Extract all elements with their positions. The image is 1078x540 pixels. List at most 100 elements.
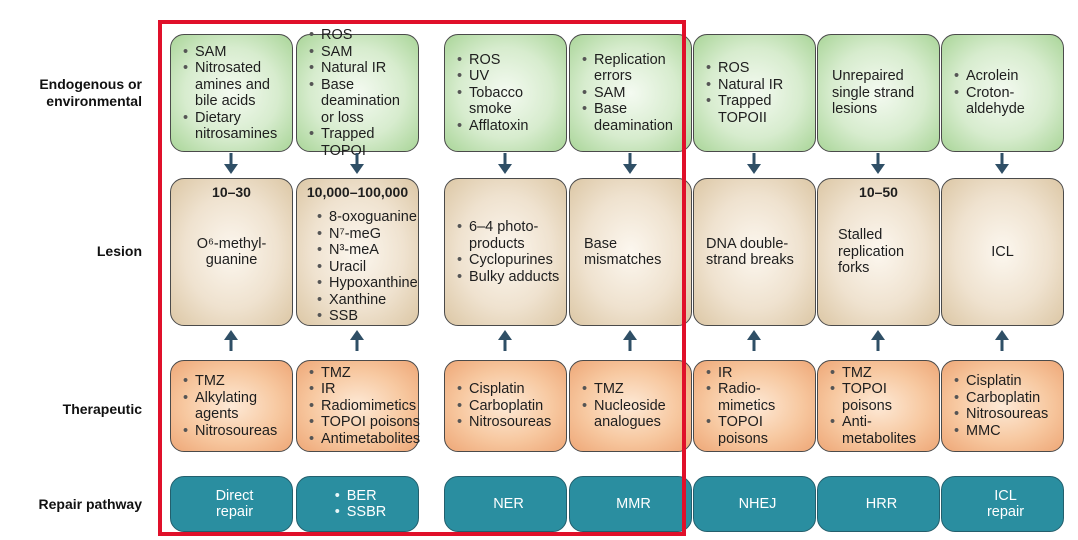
lesion-item: Uracil (317, 259, 418, 276)
endogenous-item: SAM (309, 44, 412, 61)
lesion-box-mmr: Base mismatches (569, 178, 692, 326)
therapeutic-item: IR (309, 381, 420, 398)
therapeutic-item: Nitrosoureas (457, 414, 551, 431)
repair-label: HRR (865, 495, 898, 512)
lesion-item: N³-meA (317, 242, 418, 259)
therapeutic-item: Radio-mimetics (706, 381, 809, 414)
endogenous-box-direct: SAM Nitrosated amines and bile acids Die… (170, 34, 293, 152)
endogenous-item: Dietary nitrosamines (183, 110, 286, 143)
therapeutic-item: TOPOI poisons (830, 381, 933, 414)
lesion-count: 10–50 (859, 184, 898, 200)
endogenous-item: ROS (309, 27, 412, 44)
therapeutic-item: Cisplatin (457, 381, 551, 398)
therapeutic-item: Nitrosoureas (183, 423, 286, 440)
repair-box-ner: NER (444, 476, 567, 532)
row-label-repair: Repair pathway (38, 496, 142, 512)
lesion-item: Cyclopurines (457, 252, 560, 269)
endogenous-box-icl: Acrolein Croton-aldehyde (941, 34, 1064, 152)
endogenous-box-ner: ROS UV Tobacco smoke Afflatoxin (444, 34, 567, 152)
lesion-box-icl: ICL (941, 178, 1064, 326)
endogenous-item: SAM (582, 85, 685, 102)
therapeutic-box-ber: TMZ IR Radiomimetics TOPOI poisons Antim… (296, 360, 420, 452)
therapeutic-item: TOPOI poisons (706, 414, 809, 447)
repair-box-nhej: NHEJ (693, 476, 816, 532)
endogenous-item: Natural IR (706, 77, 809, 94)
therapeutic-item: TMZ (582, 381, 685, 398)
endogenous-box-mmr: Replication errors SAM Base deamination (569, 34, 692, 152)
therapeutic-box-hrr: TMZ TOPOI poisons Anti-metabolites (817, 360, 940, 452)
repair-label: Direct repair (215, 487, 254, 521)
therapeutic-box-ner: Cisplatin Carboplatin Nitrosoureas (444, 360, 567, 452)
repair-box-mmr: MMR (569, 476, 692, 532)
therapeutic-item: Nucleoside analogues (582, 398, 685, 431)
lesion-item: Xanthine (317, 292, 418, 309)
endogenous-item: Trapped TOPOI (309, 126, 412, 159)
therapeutic-item: Radiomimetics (309, 398, 420, 415)
endogenous-box-nhej: ROS Natural IR Trapped TOPOII (693, 34, 816, 152)
endogenous-item: SAM (183, 44, 286, 61)
repair-label: NHEJ (738, 495, 777, 512)
endogenous-item: UV (457, 68, 560, 85)
row-label-therapeutic: Therapeutic (62, 401, 142, 417)
therapeutic-item: Cisplatin (954, 373, 1048, 390)
endogenous-item: Nitrosated amines and bile acids (183, 60, 286, 110)
repair-label: MMR (616, 495, 651, 512)
lesion-box-ber: 10,000–100,000 8-oxoguanine N⁷-meG N³-me… (296, 178, 419, 326)
lesion-text: Stalled replication forks (838, 227, 905, 277)
endogenous-item: Base deamination (582, 101, 685, 134)
endogenous-item: ROS (706, 60, 809, 77)
lesion-box-direct: 10–30 O⁶-methyl-guanine (170, 178, 293, 326)
endogenous-item: Trapped TOPOII (706, 93, 809, 126)
endogenous-item: Acrolein (954, 68, 1057, 85)
therapeutic-item: Nitrosoureas (954, 406, 1048, 423)
endogenous-item: Croton-aldehyde (954, 85, 1057, 118)
therapeutic-item: Carboplatin (457, 398, 551, 415)
endogenous-box-hrr: Unrepaired single strand lesions (817, 34, 940, 152)
therapeutic-item: TMZ (309, 365, 420, 382)
therapeutic-item: Carboplatin (954, 390, 1048, 407)
repair-box-hrr: HRR (817, 476, 940, 532)
therapeutic-item: TMZ (183, 373, 286, 390)
endogenous-item: Natural IR (309, 60, 412, 77)
lesion-count: 10,000–100,000 (306, 184, 409, 200)
endogenous-text: Unrepaired single strand lesions (832, 68, 915, 118)
lesion-item: N⁷-meG (317, 226, 418, 243)
repair-box-direct: Direct repair (170, 476, 293, 532)
lesion-text: O⁶-methyl-guanine (196, 235, 267, 269)
lesion-count: 10–30 (212, 184, 251, 200)
repair-item: BER (335, 488, 387, 505)
row-label-lesion: Lesion (96, 243, 142, 259)
lesion-text: ICL (991, 243, 1014, 260)
lesion-text: DNA double-strand breaks (706, 235, 794, 269)
repair-label: ICL repair (986, 487, 1025, 521)
therapeutic-box-direct: TMZ Alkylating agents Nitrosoureas (170, 360, 293, 452)
repair-label: NER (493, 495, 524, 512)
therapeutic-item: Antimetabolites (309, 431, 420, 448)
lesion-item: Bulky adducts (457, 269, 560, 286)
therapeutic-item: MMC (954, 423, 1048, 440)
row-label-endogenous: Endogenous or environmental (39, 76, 142, 109)
lesion-item: 6–4 photo-products (457, 219, 560, 252)
repair-box-ber: BER SSBR (296, 476, 419, 532)
endogenous-item: Base deamination or loss (309, 77, 412, 127)
therapeutic-box-mmr: TMZ Nucleoside analogues (569, 360, 692, 452)
lesion-item: 8-oxoguanine (317, 209, 418, 226)
endogenous-item: Replication errors (582, 52, 685, 85)
lesion-item: Hypoxanthine (317, 275, 418, 292)
therapeutic-item: Alkylating agents (183, 390, 286, 423)
lesion-box-hrr: 10–50 Stalled replication forks (817, 178, 940, 326)
lesion-box-nhej: DNA double-strand breaks (693, 178, 816, 326)
endogenous-item: ROS (457, 52, 560, 69)
lesion-item: SSB (317, 308, 418, 325)
therapeutic-item: TMZ (830, 365, 933, 382)
lesion-box-ner: 6–4 photo-products Cyclopurines Bulky ad… (444, 178, 567, 326)
repair-item: SSBR (335, 504, 387, 521)
therapeutic-item: IR (706, 365, 809, 382)
therapeutic-box-icl: Cisplatin Carboplatin Nitrosoureas MMC (941, 360, 1064, 452)
endogenous-box-ber: ROS SAM Natural IR Base deamination or l… (296, 27, 419, 159)
endogenous-item: Afflatoxin (457, 118, 560, 135)
lesion-text: Base mismatches (584, 235, 662, 269)
repair-box-icl: ICL repair (941, 476, 1064, 532)
therapeutic-box-nhej: IR Radio-mimetics TOPOI poisons (693, 360, 816, 452)
endogenous-item: Tobacco smoke (457, 85, 560, 118)
